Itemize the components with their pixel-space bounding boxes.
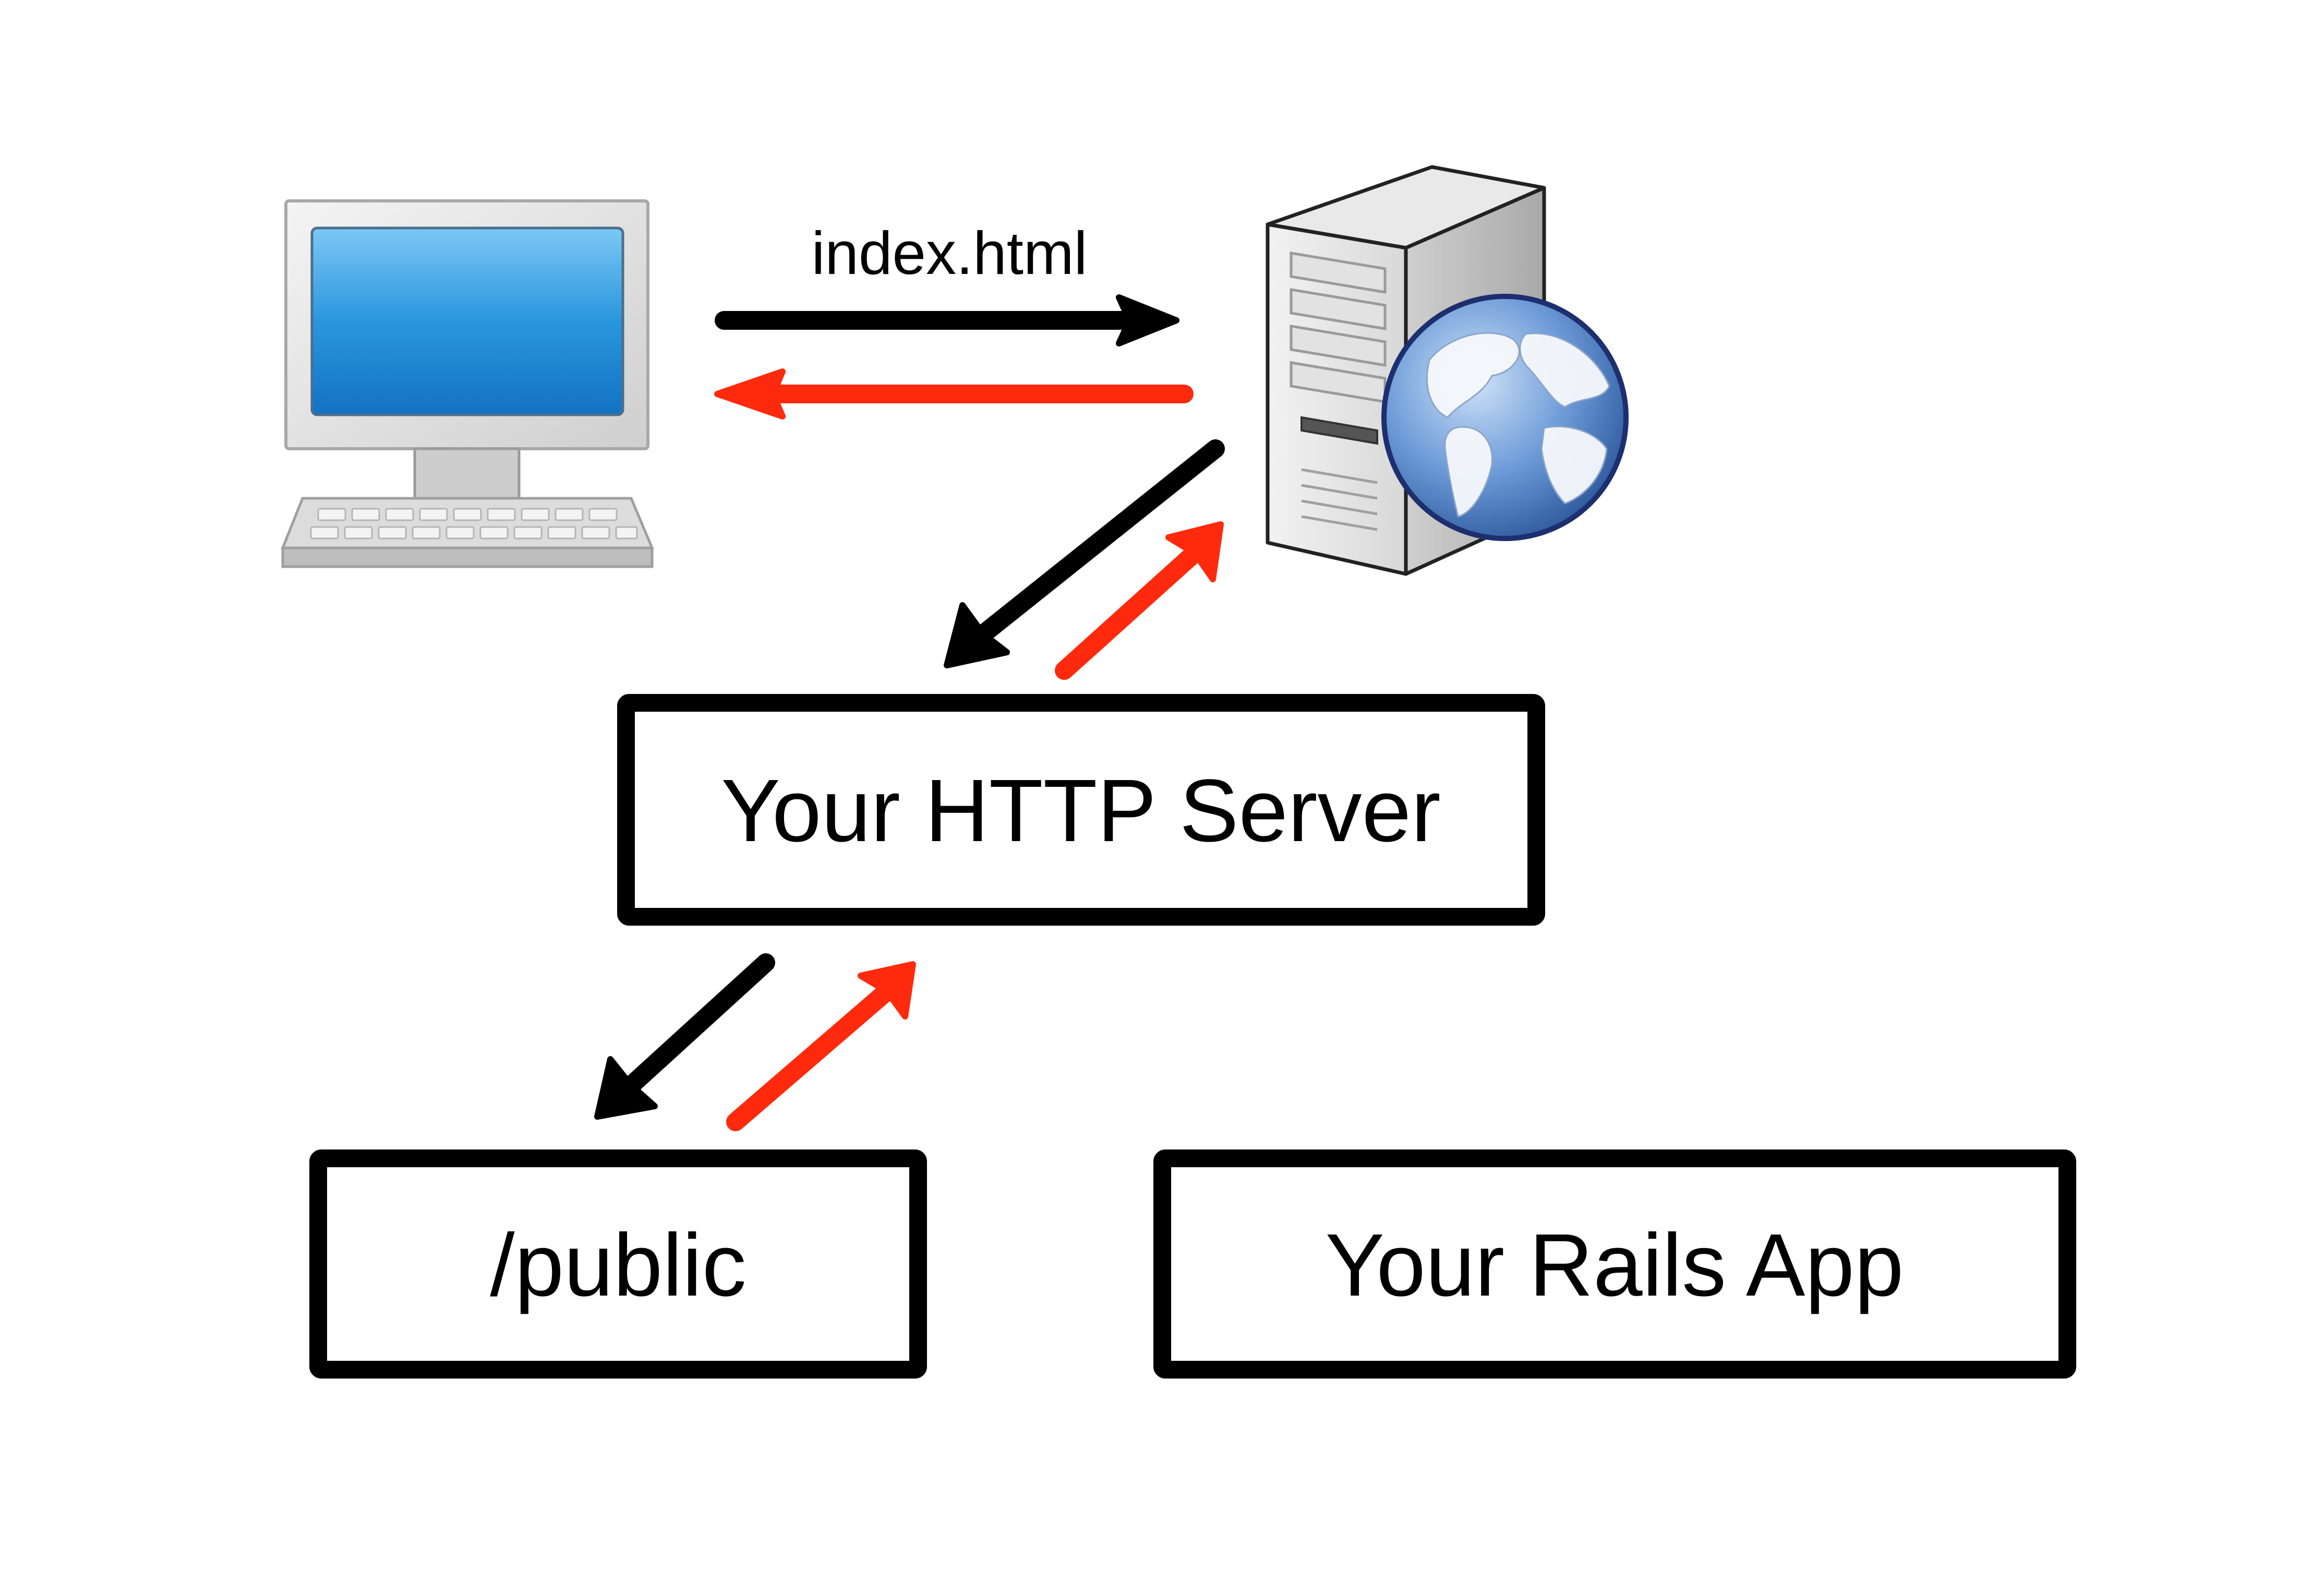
- request-arrow-to-public: [594, 953, 775, 1120]
- web-server-globe-icon: [1266, 165, 1629, 576]
- public-directory-label: /public: [490, 1216, 746, 1315]
- http-server-box: Your HTTP Server: [617, 694, 1545, 926]
- response-arrow-from-public: [726, 961, 916, 1131]
- rails-app-label: Your Rails App: [1326, 1216, 1904, 1315]
- request-arrow-to-http-server: [944, 439, 1225, 668]
- desktop-computer-icon: [281, 199, 654, 568]
- response-arrow-server-to-client: [714, 368, 1194, 420]
- public-directory-box: /public: [309, 1149, 927, 1379]
- http-server-label: Your HTTP Server: [721, 761, 1440, 860]
- request-file-label: index.html: [812, 219, 1088, 287]
- rails-app-box: Your Rails App: [1153, 1149, 2076, 1379]
- response-arrow-from-http-server: [1055, 521, 1224, 680]
- request-arrow-client-to-server: [715, 294, 1179, 346]
